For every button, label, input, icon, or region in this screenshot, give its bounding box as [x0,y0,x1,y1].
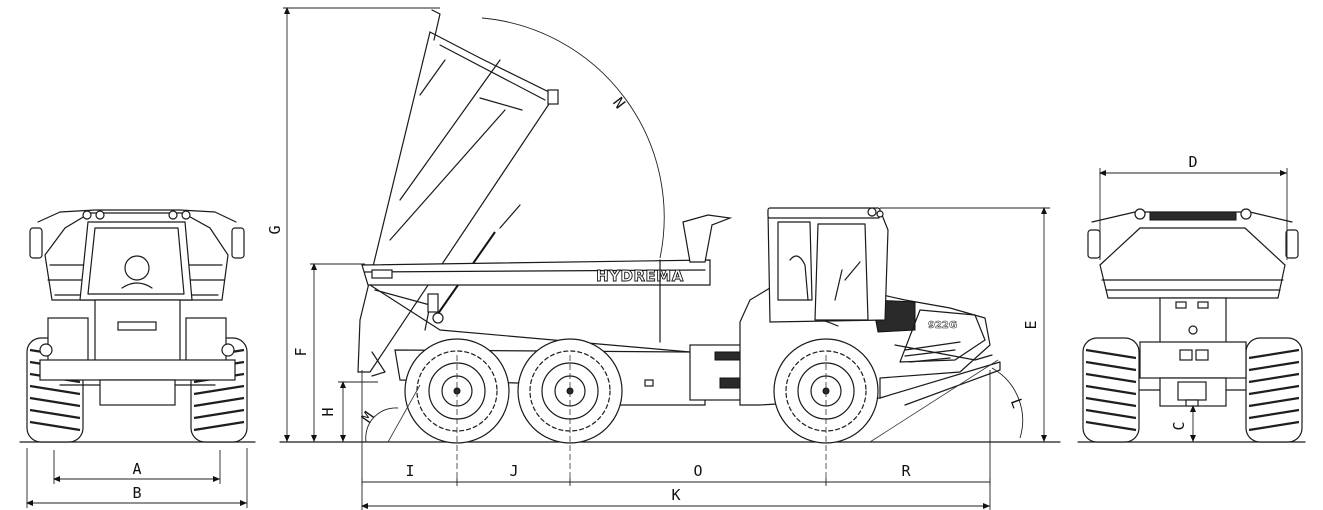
dim-label-h: H [319,407,337,416]
side-cab [767,211,889,323]
rear-left-mirror [1087,229,1101,259]
dim-label-n: N [609,94,629,112]
dim-label-m: M [358,408,378,426]
dim-label-o: O [693,462,702,480]
dim-label-f: F [292,347,310,356]
dim-label-r: R [901,462,911,480]
dim-label-e: E [1022,320,1040,329]
model-badge: 922G [928,320,957,331]
dim-label-d: D [1188,153,1197,171]
dim-label-a: A [132,460,141,478]
front-right-mirror [231,227,245,259]
rear-top-rail [1149,211,1237,221]
front-chassis [94,299,181,369]
dim-label-b: B [132,484,141,502]
rear-view: D C [1077,153,1306,443]
rear-left-tyre [1082,337,1140,443]
dim-label-i: I [405,462,414,480]
rear-right-mirror [1285,229,1299,259]
dump-body: HYDREMA [357,9,733,377]
side-view: HYDREMA 922G [266,7,1061,510]
rear-tipper-body [1099,227,1286,299]
dim-label-j: J [509,462,518,480]
dim-label-l: L [1007,396,1027,411]
front-view: A B [19,209,256,508]
dim-label-c: C [1170,421,1188,430]
brand-logo: HYDREMA [596,267,684,285]
dim-label-k: K [671,486,680,504]
operator-head [124,255,150,281]
dim-label-g: G [266,225,284,234]
front-left-mirror [29,227,43,259]
rear-right-tyre [1245,337,1303,443]
